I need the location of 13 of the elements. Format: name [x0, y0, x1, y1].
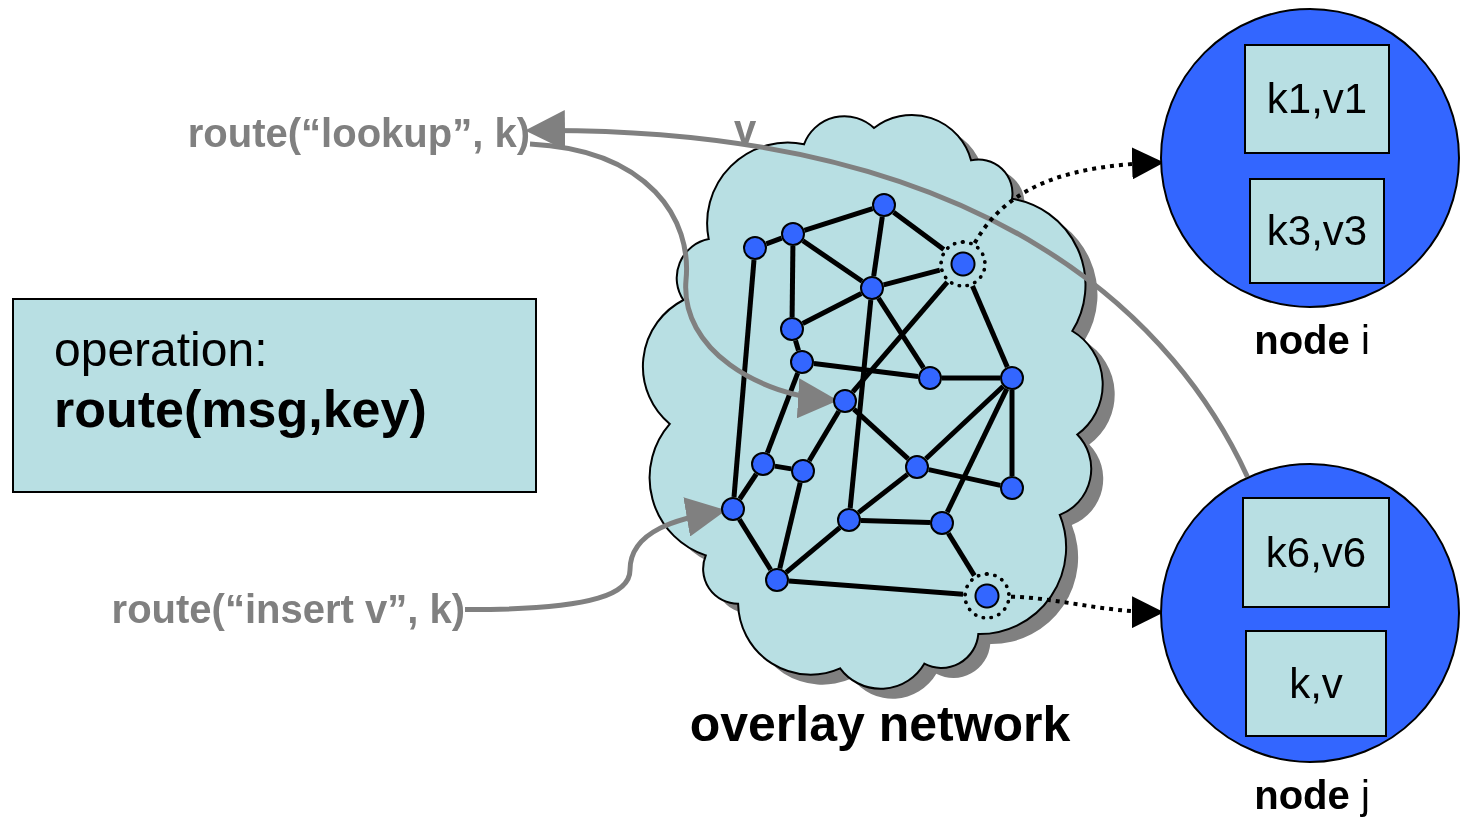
- cloud-caption: overlay network: [688, 695, 1072, 753]
- edge-label: v: [732, 107, 758, 152]
- operation-label: operation:: [54, 322, 268, 378]
- key-value-box: k6,v6: [1242, 497, 1390, 608]
- peer-caption: node i: [1253, 318, 1371, 363]
- call-text: route(“insert v”, k): [25, 580, 465, 638]
- key-value-box: k3,v3: [1249, 178, 1385, 284]
- key-value-box: k,v: [1245, 630, 1387, 737]
- operation-box: [12, 298, 537, 493]
- peer-caption: node j: [1253, 773, 1371, 818]
- key-value-box: k1,v1: [1244, 44, 1390, 154]
- call-text: route(“lookup”, k): [100, 104, 530, 162]
- operation-signature: route(msg,key): [54, 379, 427, 440]
